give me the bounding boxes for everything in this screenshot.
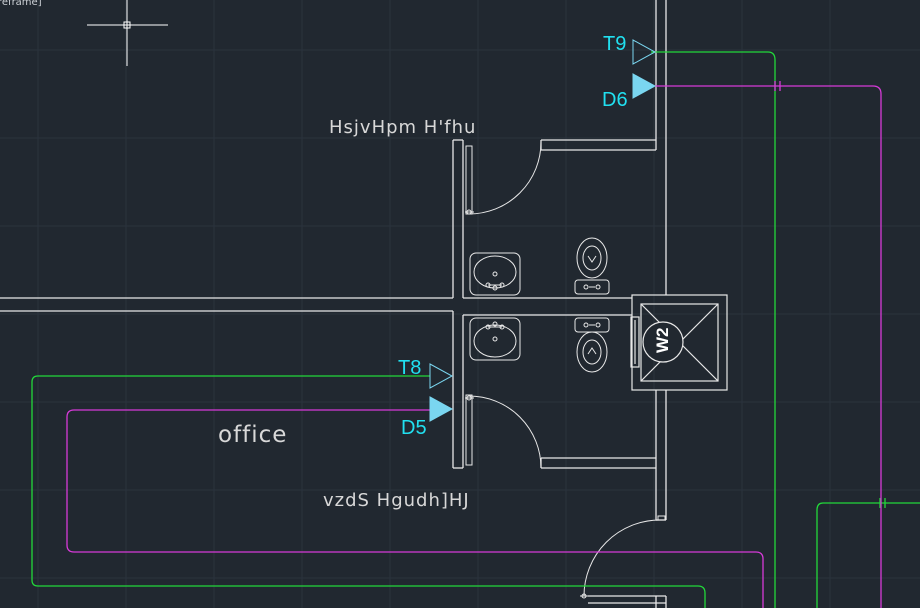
tag-t9: T9 (603, 33, 627, 55)
door-upper (465, 141, 542, 215)
green-pipe (31, 51, 920, 608)
room-label-upper: HsjvHpm H'fhu (329, 117, 477, 138)
room-label-lower: vzdS Hgudh]HJ (323, 490, 470, 511)
door-lower (465, 394, 542, 469)
tag-t8: T8 (398, 357, 422, 379)
crosshair-cursor-icon (87, 0, 168, 66)
room-label-office: office (218, 422, 288, 448)
shower-icon (630, 294, 728, 391)
toilet-icon (574, 317, 610, 373)
tag-d5: D5 (401, 417, 427, 439)
viewport-label[interactable]: reframe] (0, 0, 42, 8)
magenta-pipe (66, 81, 882, 608)
sink-icon (469, 317, 521, 361)
outlet-triangle-icon (429, 39, 657, 389)
shower-tag-w2: W2 (653, 327, 672, 354)
door-bottom (580, 515, 666, 599)
outlet-triangle-filled-icon (429, 73, 657, 422)
sink-icon (469, 252, 521, 296)
tag-d6: D6 (602, 89, 628, 111)
toilet-icon (574, 237, 610, 295)
walls (0, 0, 667, 608)
